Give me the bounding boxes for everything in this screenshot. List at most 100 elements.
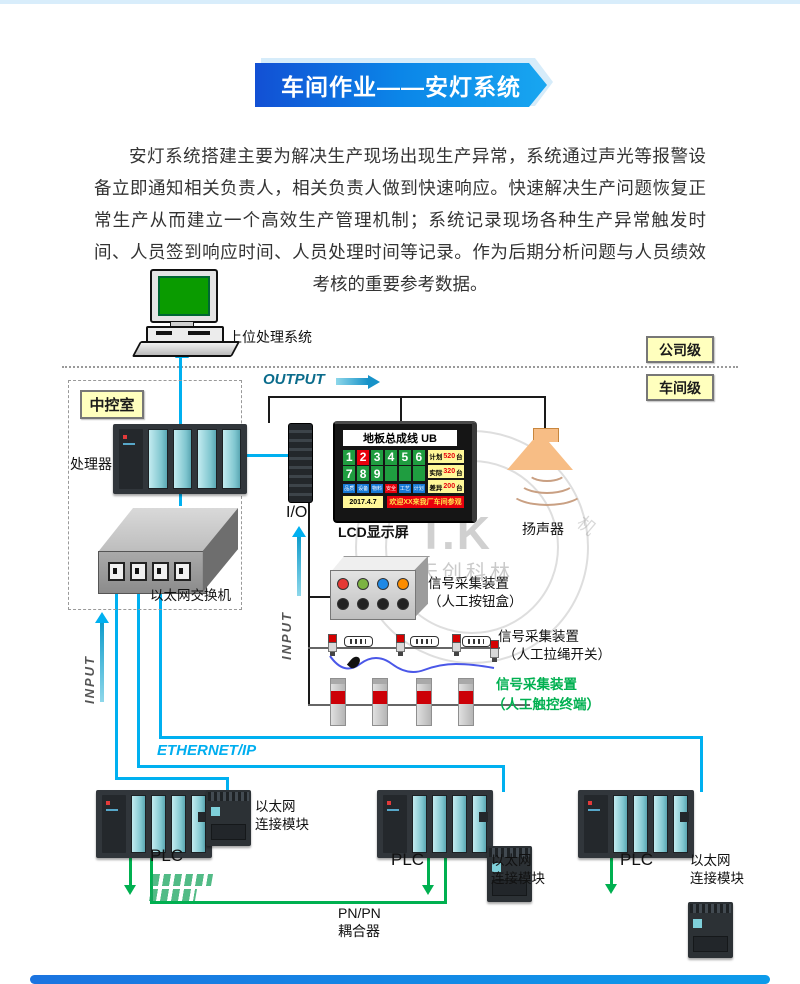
black-line — [544, 396, 546, 430]
lcd-label: LCD显示屏 — [338, 524, 409, 540]
input-arrow-line — [100, 622, 104, 702]
module-connector — [680, 812, 689, 822]
cyan-line — [159, 588, 162, 738]
button-box-label-1: 信号采集装置 — [428, 576, 509, 591]
keyboard-icon — [131, 341, 241, 357]
page-title: 车间作业——安灯系统 — [281, 74, 521, 100]
module-connector — [479, 812, 488, 822]
monitor-screen — [158, 276, 210, 316]
switch-port — [152, 562, 169, 581]
plc-label-3: PLC — [620, 850, 654, 869]
switch-port — [174, 562, 191, 581]
plc-label-1: PLC — [150, 846, 184, 865]
green-arrow-down — [605, 884, 617, 894]
black-button — [397, 598, 409, 610]
cyan-line — [115, 777, 229, 780]
black-line — [308, 596, 332, 598]
bottom-decor-bar — [30, 975, 770, 984]
andon-title: 地板总成线 UB — [343, 430, 457, 446]
ethernet-module-3 — [688, 902, 733, 958]
input-arrow-head — [292, 526, 306, 537]
ethernet-module-1 — [206, 790, 251, 846]
input-arrow-head — [95, 612, 109, 623]
cyan-line — [226, 777, 229, 792]
plc-device-2 — [377, 790, 493, 858]
plc-device-3 — [578, 790, 694, 858]
cord-switch-label-1: 信号采集装置 — [498, 629, 579, 644]
processor-cpu-section — [119, 429, 143, 489]
processor-device — [113, 424, 247, 494]
green-line — [427, 848, 430, 886]
andon-status-row: 品质设备 物料安全 工艺计划 — [343, 484, 425, 493]
red-button — [337, 578, 349, 590]
button-box-label-2: （人工按钮盒） — [428, 594, 523, 609]
intro-paragraph: 安灯系统搭建主要为解决生产现场出现生产异常，系统通过声光等报警设备立即通知相关负… — [94, 145, 706, 294]
green-arrow-down — [124, 885, 136, 895]
processor-label: 处理器 — [70, 456, 112, 472]
eth-module-label-2a: 以太网 — [491, 853, 532, 868]
blue-button — [377, 578, 389, 590]
eth-module-label-1a: 以太网 — [255, 799, 296, 814]
green-line — [150, 901, 447, 904]
green-line — [150, 848, 153, 904]
output-arrow-bar — [336, 378, 368, 385]
cyan-line — [700, 736, 703, 792]
cyan-line — [237, 454, 290, 457]
cyan-line — [179, 486, 182, 506]
speaker-label: 扬声器 — [522, 521, 564, 537]
switch-port — [108, 562, 125, 581]
eth-module-label-1b: 连接模块 — [255, 817, 309, 832]
black-line — [268, 396, 270, 423]
cyan-line — [179, 356, 182, 424]
black-button — [337, 598, 349, 610]
switch-port — [130, 562, 147, 581]
black-line — [400, 396, 402, 422]
top-decor-strip — [0, 0, 800, 4]
coupler-label-1: PN/PN — [338, 905, 381, 921]
black-button — [377, 598, 389, 610]
black-line — [268, 396, 546, 398]
cord-tag — [462, 636, 491, 647]
input-label-mid: INPUT — [279, 611, 294, 660]
eth-module-label-3a: 以太网 — [690, 853, 731, 868]
level-divider-line — [62, 366, 738, 368]
cyan-line — [137, 765, 505, 768]
input-arrow-line — [297, 536, 301, 596]
orange-button — [397, 578, 409, 590]
io-module-device — [288, 423, 313, 503]
output-label: OUTPUT — [263, 371, 325, 388]
plc-device-1 — [96, 790, 212, 858]
black-line — [308, 478, 310, 706]
cyan-line — [502, 765, 505, 792]
level-label-workshop: 车间级 — [646, 374, 714, 401]
level-label-company: 公司级 — [646, 336, 714, 363]
sound-wave — [509, 474, 585, 506]
host-system-label: 上位处理系统 — [228, 329, 312, 345]
green-line — [129, 848, 132, 886]
green-arrow-down — [422, 885, 434, 895]
output-arrow-head — [368, 375, 380, 389]
green-line — [444, 848, 447, 904]
cord-tag — [344, 636, 373, 647]
module-connector — [198, 812, 207, 822]
andon-date: 2017.4.7 — [343, 496, 383, 508]
cyan-line — [115, 588, 118, 777]
andon-marquee: 欢迎XX来我厂车间参观 — [387, 496, 464, 508]
watermark-name: 天创科林 — [418, 562, 514, 584]
eth-module-label-2b: 连接模块 — [491, 871, 545, 886]
control-room-box — [68, 380, 242, 610]
plc-label-2: PLC — [391, 850, 425, 869]
eth-module-label-3b: 连接模块 — [690, 871, 744, 886]
coupler-label-2: 耦合器 — [338, 923, 380, 939]
monitor-icon — [150, 269, 218, 323]
cord-switch-label-2: （人工拉绳开关） — [503, 647, 611, 662]
ethernet-ip-label: ETHERNET/IP — [157, 742, 257, 759]
title-banner: 车间作业——安灯系统 — [255, 63, 547, 107]
green-button — [357, 578, 369, 590]
cyan-line — [159, 736, 703, 739]
